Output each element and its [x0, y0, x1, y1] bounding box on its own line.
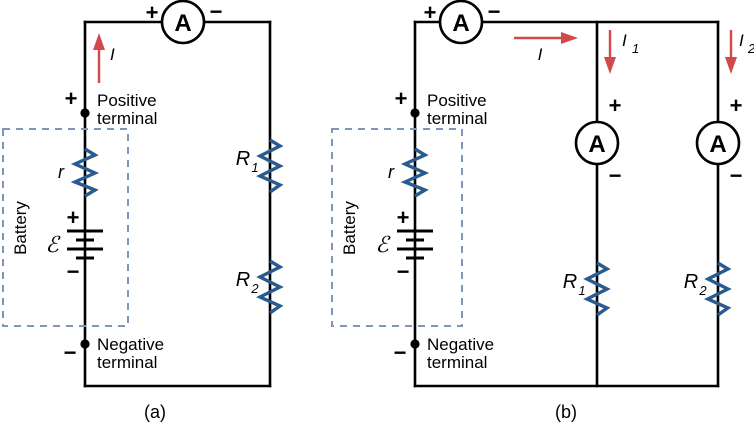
- internal-resistor-label-b: r: [388, 162, 395, 182]
- panel-b: A + − I I 1 I 2 + Positive terminal Ba: [331, 0, 754, 422]
- resistor-R1-a: [256, 138, 284, 194]
- positive-terminal-sign-a: +: [65, 86, 78, 111]
- branch2-ammeter-b[interactable]: [695, 120, 741, 166]
- battery-cell-minus-a: −: [67, 259, 80, 284]
- branch2-ammeter-plus-b: +: [730, 93, 743, 118]
- internal-resistor-label-a: r: [58, 162, 65, 182]
- positive-terminal-label-line2-b: terminal: [427, 109, 487, 128]
- positive-terminal-label-line1-a: Positive: [97, 91, 157, 110]
- series-ammeter-minus-a: −: [210, 0, 223, 24]
- emf-label-a: ℰ: [45, 233, 61, 258]
- resistor-R1-sub-a: 1: [251, 160, 258, 175]
- resistor-R2-a: [256, 259, 284, 315]
- series-ammeter-plus-b: +: [424, 0, 437, 25]
- branch1-ammeter-b[interactable]: [574, 120, 620, 166]
- current-label-I-a: I: [110, 45, 115, 64]
- resistor-R1-label-b: R: [563, 271, 577, 293]
- resistor-R2-label-a: R: [236, 269, 250, 291]
- internal-resistor-a: [70, 147, 100, 198]
- negative-terminal-label-line1-a: Negative: [97, 335, 164, 354]
- battery-box-label-a: Battery: [11, 201, 30, 255]
- positive-terminal-label-line1-b: Positive: [427, 91, 487, 110]
- branch1-ammeter-minus-b: −: [609, 163, 622, 188]
- negative-terminal-label-line2-a: terminal: [97, 353, 157, 372]
- resistor-R2-b: [704, 261, 732, 317]
- battery-box-a: [2, 128, 129, 327]
- resistor-R1-sub-b: 1: [578, 283, 585, 298]
- current-label-I1-b: I: [622, 31, 627, 50]
- positive-terminal-node-b: [410, 108, 420, 118]
- resistor-R1-b: [583, 261, 611, 317]
- negative-terminal-label-line1-b: Negative: [427, 335, 494, 354]
- current-arrow-I-head-a: [93, 33, 105, 50]
- branch2-ammeter-minus-b: −: [730, 163, 743, 188]
- series-ammeter-a[interactable]: [160, 0, 206, 45]
- positive-terminal-sign-b: +: [395, 86, 408, 111]
- panel-caption-a: (a): [144, 402, 166, 422]
- negative-terminal-sign-b: −: [394, 340, 407, 365]
- battery-cell-minus-b: −: [397, 259, 410, 284]
- battery-cell-plus-a: +: [67, 205, 80, 230]
- branch1-ammeter-plus-b: +: [609, 93, 622, 118]
- battery-cell-plus-b: +: [397, 205, 410, 230]
- current-sub-I1-b: 1: [632, 41, 639, 56]
- internal-resistor-b: [400, 147, 430, 198]
- positive-terminal-label-line2-a: terminal: [97, 109, 157, 128]
- emf-label-b: ℰ: [375, 233, 391, 258]
- series-ammeter-label-a: A: [174, 10, 191, 37]
- current-arrow-I1-head-b: [604, 57, 616, 74]
- battery-box-b: [331, 128, 463, 327]
- negative-terminal-node-a: [80, 339, 90, 349]
- current-arrow-I-head-b: [561, 32, 578, 44]
- battery-box-label-b: Battery: [340, 201, 359, 255]
- branch2-ammeter-label-b: A: [709, 131, 726, 158]
- positive-terminal-node-a: [80, 108, 90, 118]
- negative-terminal-sign-a: −: [64, 340, 77, 365]
- current-arrow-I2-head-b: [725, 57, 737, 74]
- resistor-R1-label-a: R: [236, 148, 250, 170]
- current-label-I2-b: I: [739, 31, 744, 50]
- resistor-R2-sub-b: 2: [698, 283, 707, 298]
- current-sub-I2-b: 2: [747, 41, 754, 56]
- series-ammeter-label-b: A: [452, 10, 469, 37]
- resistor-R2-label-b: R: [684, 271, 698, 293]
- panel-caption-b: (b): [555, 402, 577, 422]
- current-label-I-b: I: [538, 45, 543, 64]
- resistor-R2-sub-a: 2: [250, 281, 259, 296]
- branch1-ammeter-label-b: A: [588, 131, 605, 158]
- series-ammeter-minus-b: −: [488, 0, 501, 24]
- series-ammeter-b[interactable]: [438, 0, 484, 45]
- negative-terminal-label-line2-b: terminal: [427, 353, 487, 372]
- negative-terminal-node-b: [410, 339, 420, 349]
- panel-a: A + − I + Positive terminal Battery r +: [2, 0, 284, 422]
- series-ammeter-plus-a: +: [146, 0, 159, 25]
